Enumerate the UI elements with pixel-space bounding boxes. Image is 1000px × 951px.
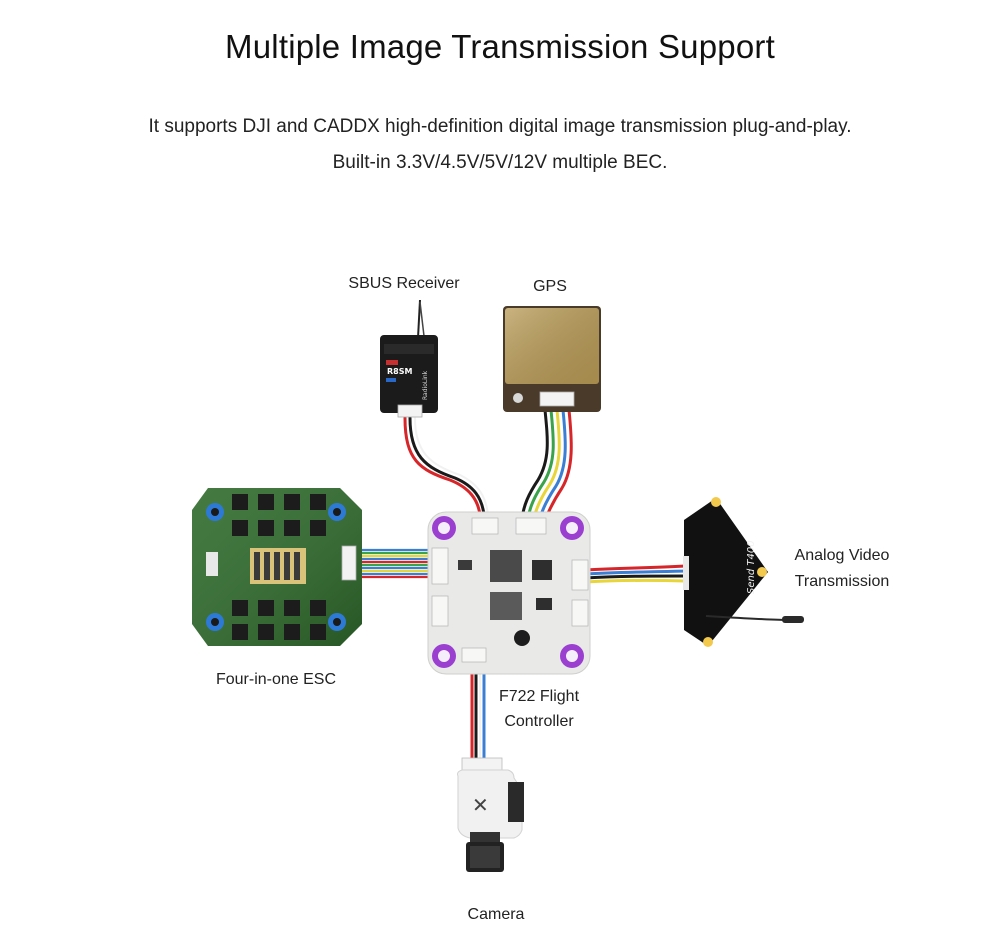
gps-image: [503, 306, 601, 412]
vtx-model-text: Send T400: [746, 540, 757, 594]
analog-vtx-image: Send T400: [683, 497, 804, 647]
label-analog-video-line1: Analog Video: [794, 547, 890, 564]
subtitle-line-1: It supports DJI and CADDX high-definitio…: [148, 116, 852, 137]
gps-wires: [520, 408, 573, 520]
label-fc-line2: Controller: [504, 713, 574, 730]
label-sbus-receiver: SBUS Receiver: [348, 275, 460, 292]
label-esc: Four-in-one ESC: [215, 671, 337, 688]
vtx-wires: [584, 564, 686, 584]
esc-image: [192, 488, 362, 646]
camera-image: ✕: [457, 757, 524, 872]
subtitle-line-2: Built-in 3.3V/4.5V/5V/12V multiple BEC.: [332, 152, 668, 173]
esc-ribbon: [352, 548, 438, 579]
page-title: Multiple Image Transmission Support: [225, 28, 775, 65]
receiver-wires: [403, 416, 489, 517]
flight-controller-image: [427, 511, 591, 675]
label-gps: GPS: [533, 278, 567, 295]
camera-wires: [470, 665, 486, 760]
label-fc-line1: F722 Flight: [498, 688, 580, 705]
label-analog-video-line2: Transmission: [794, 573, 890, 590]
receiver-model-text: R8SM: [387, 367, 412, 376]
svg-text:✕: ✕: [472, 793, 489, 817]
receiver-brand-text: RadioLink: [422, 370, 429, 400]
label-camera: Camera: [467, 906, 525, 923]
sbus-receiver-image: R8SM RadioLink: [380, 299, 438, 418]
